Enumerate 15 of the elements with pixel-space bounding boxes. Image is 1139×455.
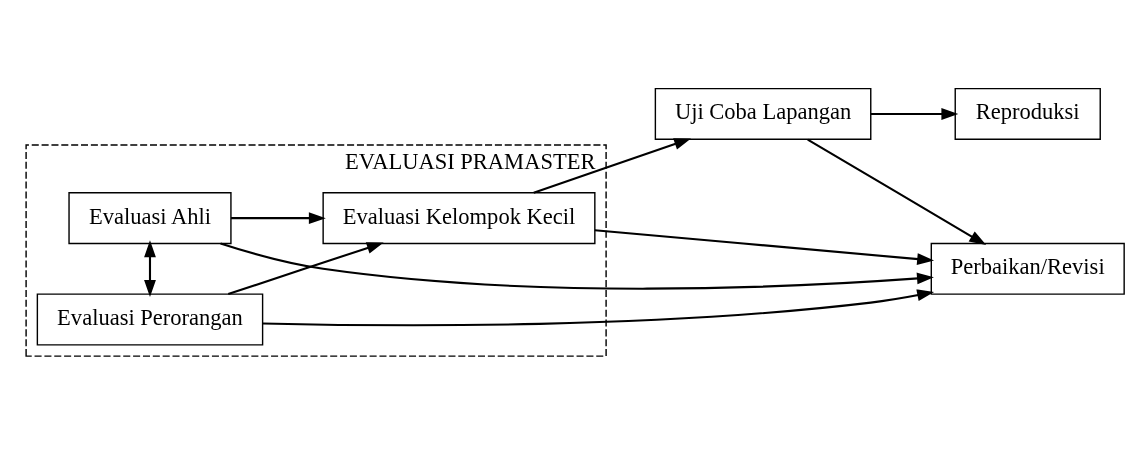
- arrow: [144, 239, 156, 297]
- arrow: [227, 241, 384, 295]
- arrow: [870, 107, 959, 120]
- arrow: [807, 138, 987, 245]
- arrow: [594, 228, 935, 265]
- arrow: [220, 242, 934, 290]
- node-box: Evaluasi Ahli: [68, 191, 232, 244]
- node-box: Evaluasi Kelompok Kecil: [322, 191, 596, 244]
- node-box: Evaluasi Perorangan: [36, 292, 264, 346]
- arrow: [533, 137, 692, 194]
- arrow: [262, 288, 935, 326]
- node-box: Uji Coba Lapangan: [654, 87, 872, 140]
- arrow: [231, 211, 326, 224]
- node-box: Reproduksi: [954, 87, 1101, 140]
- node-box: Perbaikan/Revisi: [930, 242, 1125, 295]
